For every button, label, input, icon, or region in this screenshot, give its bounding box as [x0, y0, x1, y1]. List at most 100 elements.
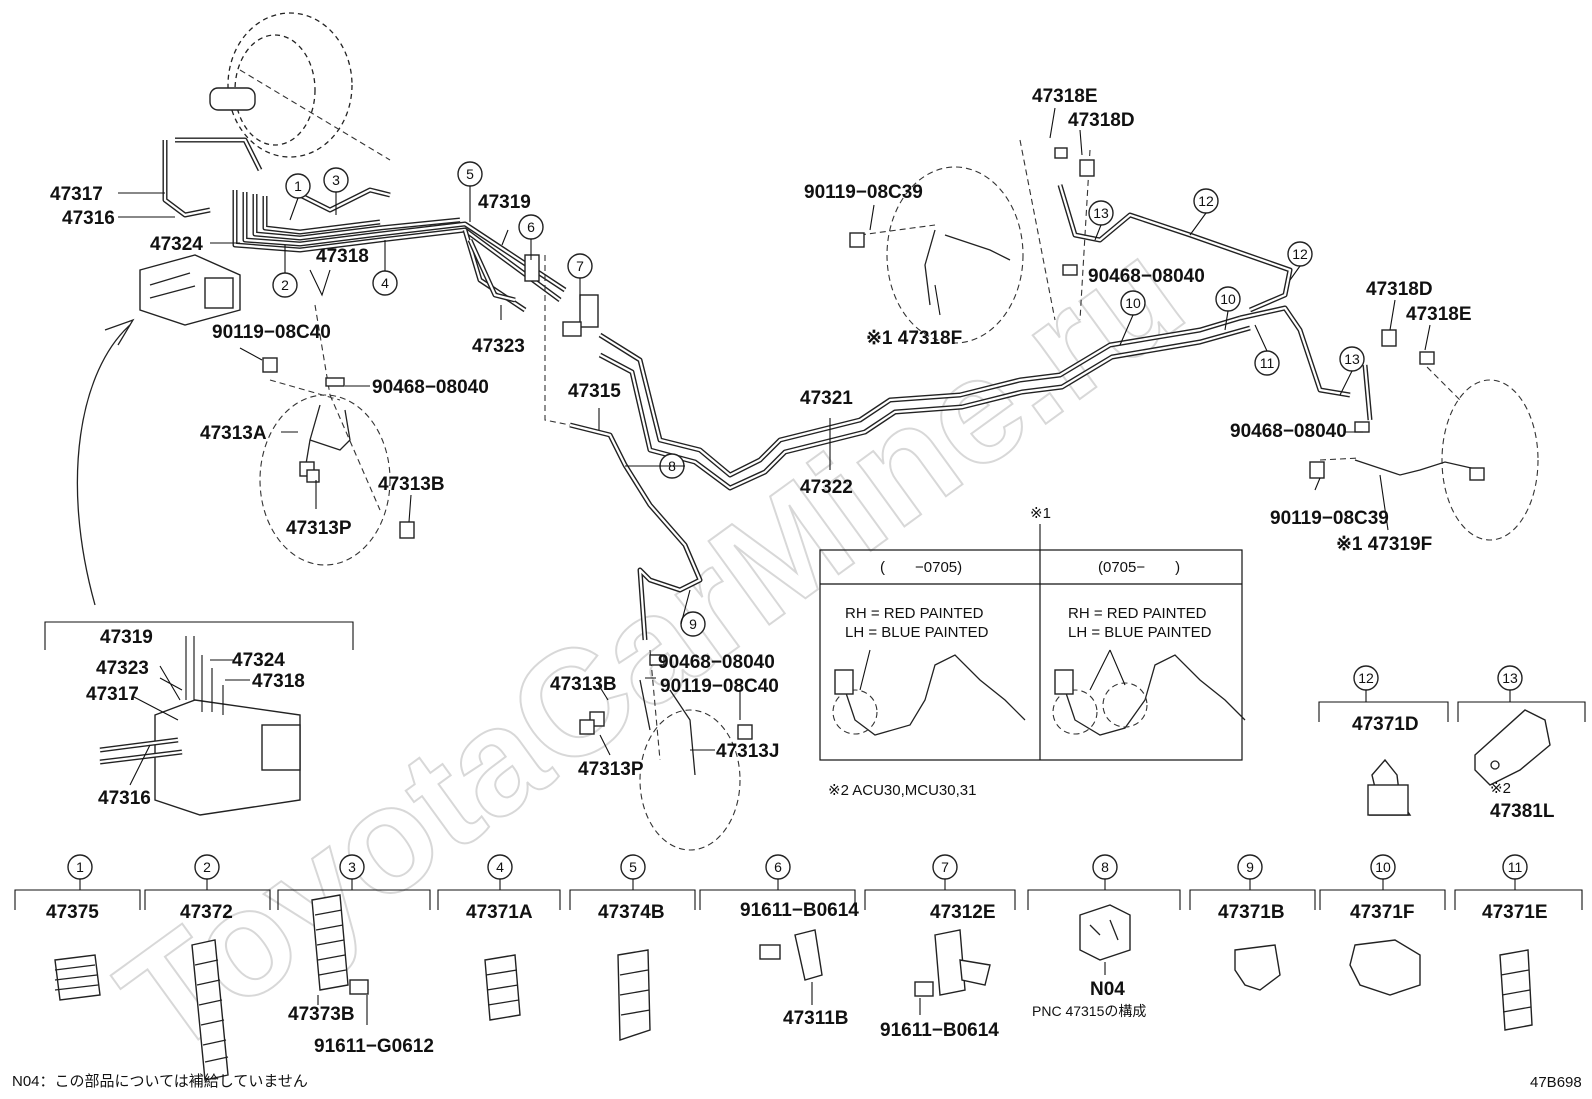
svg-text:10: 10 — [1220, 291, 1236, 307]
bottom-part-3-sub2: 91611−G0612 — [314, 1036, 434, 1057]
svg-text:4: 4 — [496, 859, 504, 875]
bottom-part-3: 3 47373B 91611−G0612 — [277, 854, 434, 1057]
svg-text:7: 7 — [941, 859, 949, 875]
label-47313B-b: 47313B — [550, 674, 617, 695]
bottom-part-8-sub1: N04 — [1090, 979, 1125, 1000]
label-47318: 47318 — [316, 246, 369, 267]
label-47313A: 47313A — [200, 423, 267, 444]
bottom-part-11-label: 47371E — [1482, 902, 1548, 923]
side-part-13-label: 47381L — [1490, 801, 1555, 822]
svg-text:9: 9 — [689, 616, 697, 632]
label-47324: 47324 — [150, 234, 203, 255]
label-90119-08C40-b: 90119−08C40 — [660, 676, 779, 697]
side-part-13-note: ※2 — [1490, 780, 1511, 797]
bottom-part-4-label: 47371A — [466, 902, 533, 923]
svg-text:12: 12 — [1292, 246, 1308, 262]
callout-4: 4 — [372, 270, 398, 296]
bottom-part-11: 11 47371E — [1454, 854, 1583, 1031]
svg-text:3: 3 — [348, 859, 356, 875]
inset-label-47318: 47318 — [252, 671, 305, 692]
bottom-part-2: 2 47372 — [144, 854, 271, 1081]
bottom-part-9: 9 47371B — [1189, 854, 1316, 991]
side-part-12-label: 47371D — [1352, 714, 1419, 735]
callout-2: 2 — [272, 272, 298, 298]
abs-actuator-block — [139, 254, 241, 326]
abs-detail-inset: 47319 47323 47324 47318 47317 47316 — [44, 621, 354, 816]
label-47313J: 47313J — [716, 741, 779, 762]
flex-hoses — [299, 229, 1485, 776]
diagram-code: 47B698 — [1530, 1074, 1582, 1091]
svg-text:8: 8 — [1101, 859, 1109, 875]
brake-booster — [209, 12, 353, 158]
callout-13b: 13 — [1339, 346, 1365, 372]
label-90468-08040-a: 90468−08040 — [372, 377, 489, 398]
label-47322: 47322 — [800, 477, 853, 498]
bottom-part-1-label: 47375 — [46, 902, 99, 923]
label-47318E-b: 47318E — [1406, 304, 1472, 325]
label-47318F: ※1 47318F — [866, 328, 962, 349]
label-90119-08C39-b: 90119−08C39 — [1270, 508, 1389, 529]
inset-label-47324: 47324 — [232, 650, 285, 671]
label-47319: 47319 — [478, 192, 531, 213]
footnote-n04: N04：この部品については補給していません — [12, 1073, 308, 1090]
bottom-part-9-label: 47371B — [1218, 902, 1285, 923]
table-col2-rh: RH = RED PAINTED — [1068, 605, 1207, 622]
label-47316: 47316 — [62, 208, 115, 229]
label-47319F: ※1 47319F — [1336, 534, 1432, 555]
label-47318D-b: 47318D — [1366, 279, 1433, 300]
svg-text:7: 7 — [576, 258, 584, 274]
svg-text:4: 4 — [381, 275, 389, 291]
label-90119-08C40-a: 90119−08C40 — [212, 322, 331, 343]
bottom-part-4: 4 47371A — [437, 854, 561, 1021]
callout-13a: 13 — [1088, 200, 1114, 226]
hose-callout-rings — [239, 69, 1539, 851]
callout-12b: 12 — [1287, 241, 1313, 267]
bottom-part-7: 7 47312E 91611−B0614 — [864, 854, 1016, 1041]
svg-text:12: 12 — [1198, 193, 1214, 209]
svg-text:6: 6 — [774, 859, 782, 875]
svg-text:1: 1 — [294, 178, 302, 194]
label-47318E-a: 47318E — [1032, 86, 1098, 107]
callout-6: 6 — [518, 214, 544, 240]
callout-1: 1 — [285, 173, 311, 199]
svg-text:13: 13 — [1344, 351, 1360, 367]
svg-text:2: 2 — [281, 277, 289, 293]
table-col1-header: ( −0705) — [880, 559, 962, 576]
svg-text:6: 6 — [527, 219, 535, 235]
detail-arrow-head — [104, 318, 135, 346]
inset-label-47317: 47317 — [86, 684, 139, 705]
svg-text:5: 5 — [629, 859, 637, 875]
table-col1-lh: LH = BLUE PAINTED — [845, 624, 989, 641]
table-col1-rh: RH = RED PAINTED — [845, 605, 984, 622]
bottom-part-2-label: 47372 — [180, 902, 233, 923]
bottom-part-8-sub2: PNC 47315の構成 — [1032, 1003, 1146, 1019]
pipe-bundle-main — [162, 137, 567, 313]
svg-text:5: 5 — [466, 166, 474, 182]
label-90468-08040-d: 90468−08040 — [658, 652, 775, 673]
svg-text:13: 13 — [1502, 670, 1518, 686]
callout-9: 9 — [680, 611, 706, 637]
bottom-part-6: 6 91611−B0614 47311B — [699, 854, 859, 1029]
bottom-part-1: 1 47375 — [14, 854, 141, 1001]
svg-text:13: 13 — [1093, 205, 1109, 221]
x1-mark: ※1 — [1030, 505, 1051, 522]
side-part-12: 12 47371D — [1318, 665, 1449, 816]
part-labels: 47317 47316 47324 47318 90119−08C40 9046… — [50, 86, 1472, 780]
svg-text:2: 2 — [203, 859, 211, 875]
label-47313P-a: 47313P — [286, 518, 352, 539]
callout-5: 5 — [457, 161, 483, 187]
bottom-parts-row: 1 47375 2 47372 3 47373B 91611−G0612 — [14, 854, 1583, 1081]
leader-lines — [118, 107, 1431, 756]
bottom-part-5: 5 47374B — [569, 854, 696, 1041]
bottom-part-10-label: 47371F — [1350, 902, 1414, 923]
svg-text:3: 3 — [332, 172, 340, 188]
svg-text:10: 10 — [1375, 859, 1391, 875]
svg-text:11: 11 — [1508, 859, 1523, 875]
label-47323: 47323 — [472, 336, 525, 357]
table-col2-header: (0705− ) — [1098, 559, 1180, 576]
label-47313P-b: 47313P — [578, 759, 644, 780]
bottom-part-7-label: 47312E — [930, 902, 996, 923]
inset-label-47323: 47323 — [96, 658, 149, 679]
painted-hose-table: ※1 ( −0705) (0705− ) RH = RED PAINTED LH… — [819, 505, 1246, 799]
label-47318D-a: 47318D — [1068, 110, 1135, 131]
